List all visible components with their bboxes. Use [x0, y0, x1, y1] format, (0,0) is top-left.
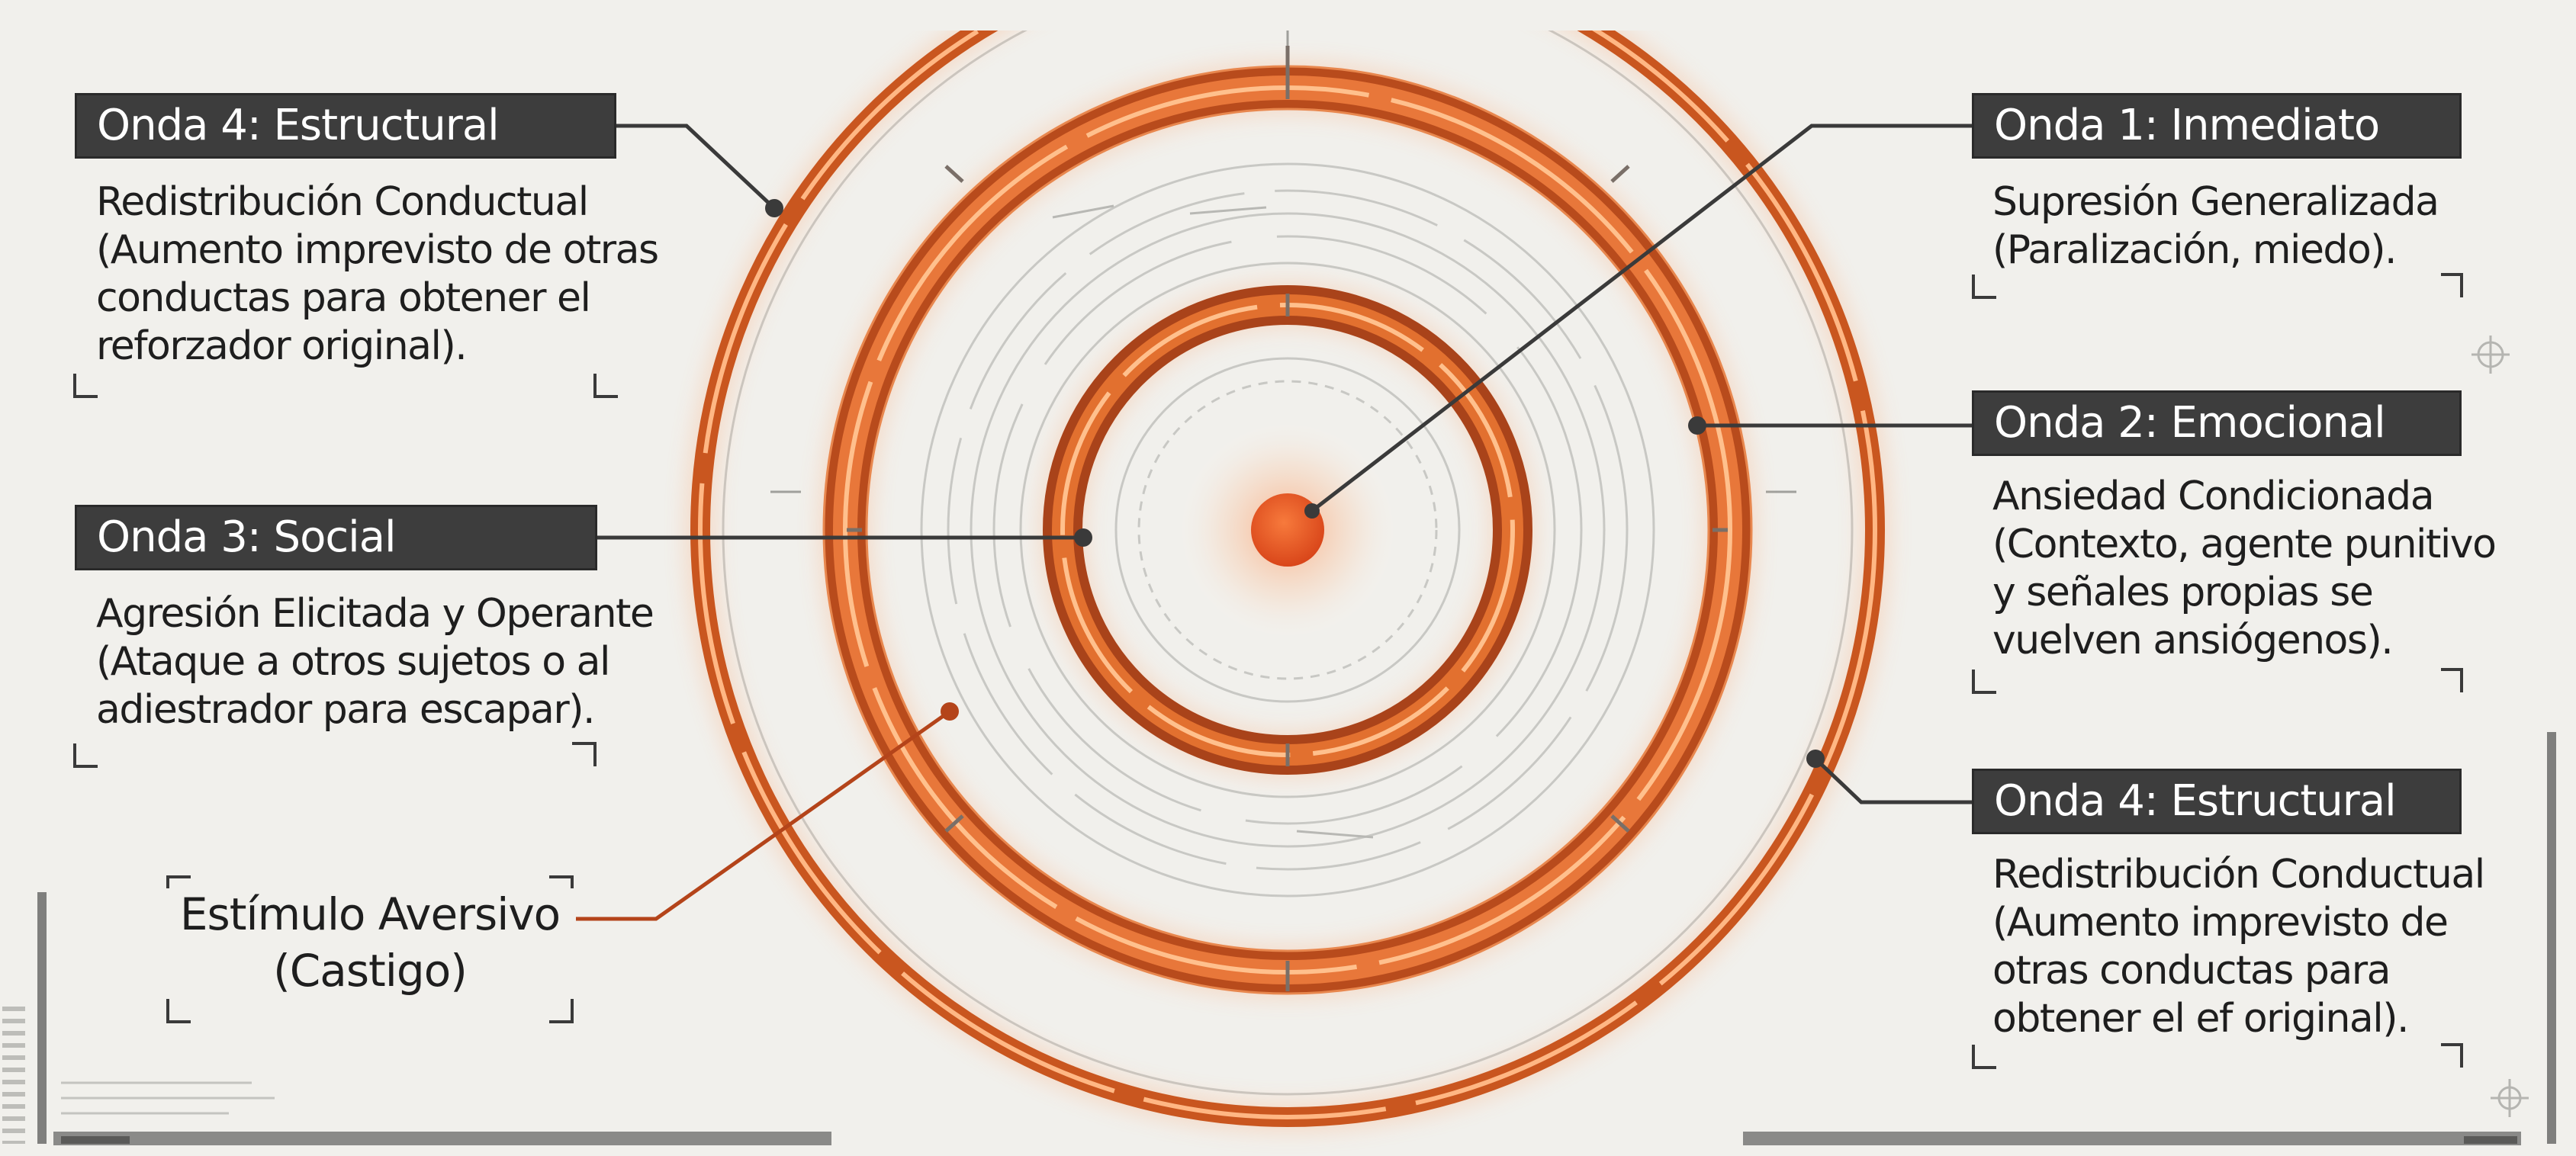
aversive-core [1173, 416, 1402, 644]
callout-line: reforzador original). [96, 323, 468, 369]
ring-ticks [847, 46, 1728, 991]
callout-line: vuelven ansiógenos). [1992, 618, 2394, 663]
frame-decoration [2, 336, 2556, 1145]
callout-line: (Paralización, miedo). [1992, 227, 2398, 273]
leader-line-stimulus [576, 709, 951, 921]
callout-text-top-left: Redistribución Conductual (Aumento impre… [96, 178, 659, 371]
callout-line: Redistribución Conductual [96, 179, 589, 225]
callout-title-top-left: Onda 4: Estructural [75, 93, 616, 159]
leader-line-top-left [614, 124, 776, 210]
callout-text-mid-left: Agresión Elicitada y Operante (Ataque a … [96, 590, 654, 734]
callout-line: (Ataque a otros sujetos o al [96, 639, 610, 685]
callout-text-top-right: Supresión Generalizada (Paralización, mi… [1992, 178, 2439, 275]
leader-line-top-right [1311, 124, 1972, 512]
callout-text-bottom-right: Redistribución Conductual (Aumento impre… [1992, 851, 2485, 1043]
callout-title-bottom-right: Onda 4: Estructural [1972, 769, 2462, 834]
callout-line: Redistribución Conductual [1992, 852, 2485, 898]
callout-title-mid-left: Onda 3: Social [75, 505, 597, 570]
stimulus-label: Estímulo Aversivo (Castigo) [172, 886, 568, 999]
callout-line: Agresión Elicitada y Operante [96, 591, 654, 637]
corner-brackets [73, 273, 2463, 1069]
callout-line: (Aumento imprevisto de [1992, 900, 2449, 946]
callout-line: obtener el ef original). [1992, 996, 2410, 1042]
callout-line: y señales propias se [1992, 570, 2374, 615]
callout-line: Ansiedad Condicionada [1992, 474, 2435, 519]
callout-line: otras conductas para [1992, 948, 2391, 994]
leader-lines [576, 124, 1972, 921]
ring-wave-4 [685, 31, 1890, 1132]
callout-title-mid-right: Onda 2: Emocional [1972, 390, 2462, 456]
stimulus-line: Estímulo Aversivo [179, 888, 561, 940]
callout-title-top-right: Onda 1: Inmediato [1972, 93, 2462, 159]
callout-line: conductas para obtener el [96, 275, 591, 321]
leader-dots [765, 199, 1825, 768]
callout-line: Supresión Generalizada [1992, 179, 2439, 225]
callout-line: (Aumento imprevisto de otras [96, 227, 659, 273]
callout-line: (Contexto, agente punitivo [1992, 522, 2497, 567]
stimulus-line: (Castigo) [273, 945, 468, 997]
leader-line-bottom-right [1814, 757, 1972, 804]
callout-line: adiestrador para escapar). [96, 687, 596, 733]
callout-text-mid-right: Ansiedad Condicionada (Contexto, agente … [1992, 473, 2497, 665]
